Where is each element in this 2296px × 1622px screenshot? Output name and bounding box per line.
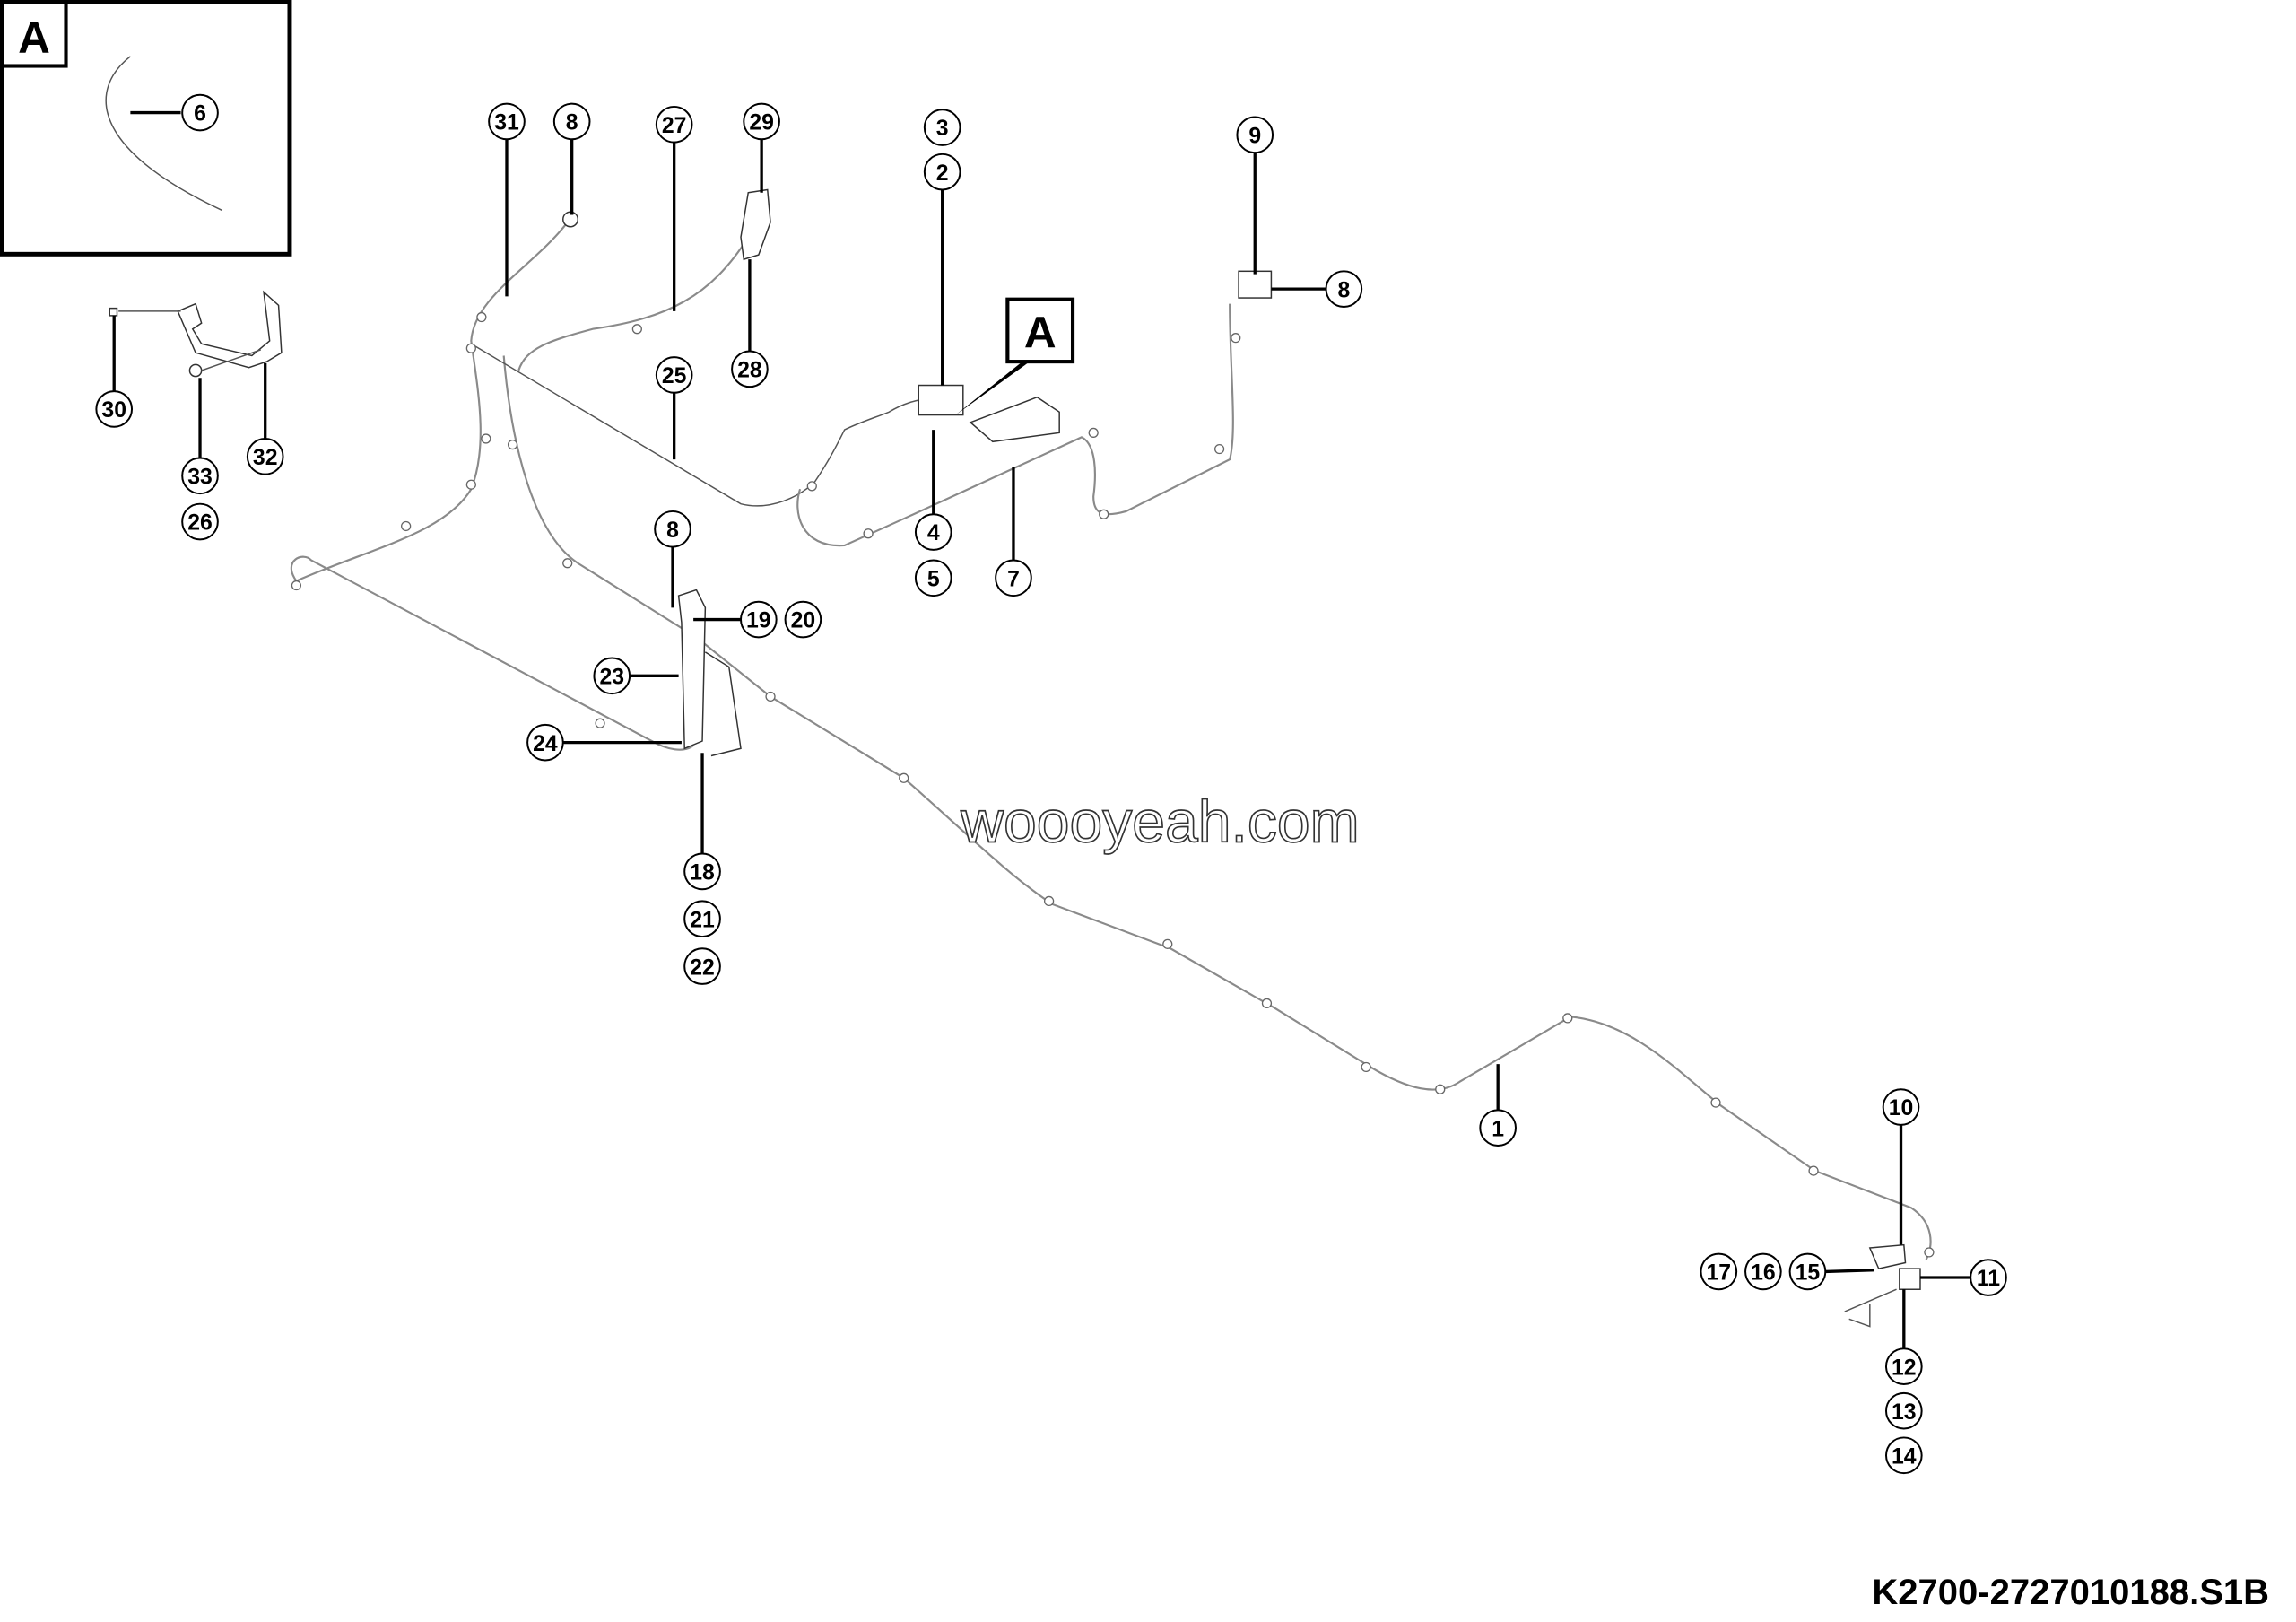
callout-33-circle — [181, 457, 219, 495]
callout-18: 18 — [690, 861, 715, 885]
callout-2: 2 — [936, 161, 949, 186]
callout-21-circle — [683, 900, 721, 938]
callout-4: 4 — [927, 521, 940, 545]
callout-11: 11 — [1977, 1267, 2000, 1291]
callout-7-circle — [995, 559, 1032, 597]
callout-31-circle — [488, 102, 526, 141]
detail-letter: A — [18, 12, 50, 62]
callout-21: 21 — [690, 908, 715, 932]
detail-view-a: A — [0, 0, 292, 257]
callout-27: 27 — [662, 114, 687, 138]
callout-5: 5 — [927, 567, 940, 591]
callout-8-circle — [654, 510, 691, 548]
callout-12: 12 — [1892, 1356, 1917, 1380]
callout-20: 20 — [791, 609, 816, 633]
callout-16-circle — [1744, 1252, 1782, 1291]
callout-10: 10 — [1889, 1096, 1914, 1121]
callout-7: 7 — [1007, 567, 1020, 591]
callout-5-circle — [914, 559, 952, 597]
callout-29-circle — [743, 102, 780, 141]
callout-11-circle — [1970, 1259, 2007, 1296]
callout-14-circle — [1885, 1436, 1923, 1475]
callout-2-circle — [923, 153, 961, 191]
callout-detail-6-circle — [181, 93, 219, 132]
bracket-23 — [677, 589, 707, 750]
callout-30-circle — [95, 390, 134, 428]
sensor-11 — [1899, 1268, 1921, 1290]
callout-16: 16 — [1751, 1261, 1776, 1286]
callout-13: 13 — [1892, 1400, 1917, 1425]
wire-6 — [105, 56, 223, 212]
callout-3: 3 — [936, 117, 949, 141]
callout-20-circle — [784, 600, 822, 639]
detail-reference-letter: A — [1024, 307, 1057, 357]
callout-8: 8 — [1337, 278, 1350, 302]
callout-15: 15 — [1796, 1261, 1821, 1286]
callout-23-circle — [593, 657, 631, 695]
callout-26-circle — [181, 502, 219, 541]
bracket-15 — [1868, 1243, 1907, 1269]
callout-22: 22 — [690, 955, 715, 980]
callout-29: 29 — [749, 111, 774, 135]
callout-10-circle — [1882, 1088, 1920, 1126]
callout-28-circle — [731, 350, 769, 388]
callout-15-circle — [1788, 1252, 1827, 1291]
callout-12-circle — [1885, 1347, 1923, 1385]
callout-24: 24 — [533, 732, 558, 756]
watermark: woooyeah.com — [960, 789, 1359, 855]
callout-13-circle — [1885, 1391, 1923, 1430]
callout-27-circle — [655, 105, 693, 144]
callout-8: 8 — [566, 111, 578, 135]
callout-8-circle — [1325, 270, 1363, 308]
callout-30: 30 — [101, 398, 126, 423]
callout-24-circle — [526, 723, 564, 762]
callout-1: 1 — [1492, 1117, 1504, 1141]
callout-32-circle — [246, 438, 284, 475]
components — [562, 188, 1921, 1328]
callout-31: 31 — [494, 111, 519, 135]
switch-9 — [1238, 270, 1273, 299]
callout-8: 8 — [666, 519, 679, 543]
module-7 — [969, 396, 1060, 443]
bracket-24 — [704, 651, 742, 757]
cable-clips — [291, 311, 1935, 1258]
callout-19-circle — [740, 600, 778, 639]
drawing-code: K2700-2727010188.S1B — [1872, 1573, 2269, 1612]
pedal-sensor-29 — [740, 188, 771, 261]
callout-9: 9 — [1248, 124, 1261, 148]
callout-19: 19 — [746, 609, 771, 633]
callout-33: 33 — [187, 465, 213, 489]
mounting-bracket — [109, 290, 283, 378]
callout-1-circle — [1479, 1109, 1517, 1147]
callout-detail-6: 6 — [194, 102, 206, 126]
callout-8-circle — [552, 102, 591, 141]
callout-22-circle — [683, 947, 721, 985]
callout-23: 23 — [599, 665, 624, 689]
detail-reference-a: A — [955, 297, 1075, 415]
callout-17: 17 — [1707, 1261, 1732, 1286]
callout-14: 14 — [1892, 1444, 1917, 1469]
callout-28: 28 — [737, 359, 762, 383]
callout-17-circle — [1700, 1252, 1738, 1291]
callout-25-circle — [655, 356, 693, 394]
callout-25: 25 — [662, 364, 687, 388]
callout-3-circle — [923, 109, 961, 146]
callout-4-circle — [914, 513, 952, 551]
callout-9-circle — [1236, 116, 1274, 154]
callout-26: 26 — [187, 511, 213, 536]
callout-18-circle — [683, 852, 721, 891]
callout-32: 32 — [253, 446, 278, 470]
leader-lines — [112, 139, 1971, 1349]
control-unit-3 — [918, 384, 964, 416]
